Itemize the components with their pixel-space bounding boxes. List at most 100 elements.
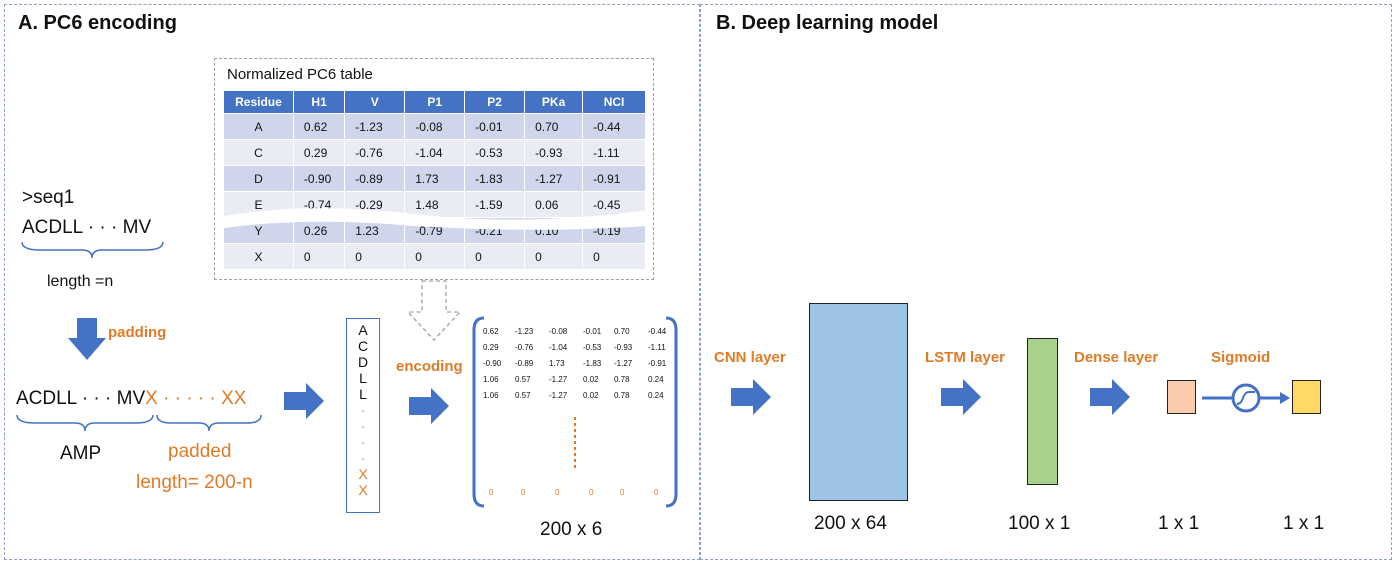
pc6-value-cell: 0 bbox=[404, 243, 466, 269]
pc6-table-title: Normalized PC6 table bbox=[227, 66, 373, 83]
amp-label: AMP bbox=[60, 443, 102, 464]
panel-a-title: A. PC6 encoding bbox=[18, 12, 177, 34]
sigmoid-icon bbox=[1202, 383, 1290, 413]
matrix-size-label: 200 x 6 bbox=[540, 519, 603, 540]
matrix-right-bracket bbox=[665, 316, 678, 508]
matrix-value: -0.90 bbox=[483, 359, 502, 368]
table-down-arrow bbox=[406, 280, 462, 341]
pc6-value-cell: 1.73 bbox=[404, 165, 466, 192]
column-dot: · bbox=[360, 450, 366, 466]
pc6-value-cell: 1.48 bbox=[404, 191, 466, 218]
column-letter: L bbox=[359, 370, 367, 386]
sigmoid-block bbox=[1292, 380, 1321, 414]
amp-brace bbox=[16, 414, 154, 432]
matrix-value: 0.70 bbox=[614, 327, 630, 336]
column-pad-letter: X bbox=[358, 482, 368, 498]
lstm-block bbox=[1027, 338, 1058, 485]
column-dot: · bbox=[360, 402, 366, 418]
matrix-value: -1.83 bbox=[583, 359, 602, 368]
matrix-value: 0.24 bbox=[648, 391, 664, 400]
column-dot: · bbox=[360, 434, 366, 450]
pc6-value-cell: 0.29 bbox=[293, 139, 346, 166]
matrix-value: -1.11 bbox=[648, 343, 666, 352]
sequence-column bbox=[346, 318, 380, 513]
lstm-label: LSTM layer bbox=[925, 349, 1006, 366]
lstm-arrow bbox=[941, 379, 981, 415]
pc6-value-cell: -1.04 bbox=[404, 139, 466, 166]
length-label: length =n bbox=[47, 273, 114, 290]
pc6-value-cell: -1.83 bbox=[464, 165, 526, 192]
table-break-wave bbox=[224, 208, 648, 230]
sigmoid-label: Sigmoid bbox=[1211, 349, 1271, 366]
column-letter: D bbox=[357, 354, 369, 370]
matrix-value: -0.91 bbox=[648, 359, 667, 368]
matrix-value: -0.76 bbox=[515, 343, 534, 352]
matrix-value: -0.89 bbox=[515, 359, 534, 368]
matrix-value: -1.04 bbox=[549, 343, 568, 352]
padding-label: padding bbox=[108, 324, 167, 341]
matrix-value: -0.44 bbox=[648, 327, 667, 336]
pc6-value-cell: 0 bbox=[582, 243, 646, 269]
pc6-value-cell: -0.90 bbox=[293, 165, 346, 192]
matrix-value: 0.24 bbox=[648, 375, 664, 384]
pc6-value-cell: -0.53 bbox=[464, 139, 526, 166]
pc6-residue-cell: E bbox=[224, 191, 294, 218]
matrix-value: 0.02 bbox=[583, 375, 599, 384]
matrix-value: 0.62 bbox=[483, 327, 499, 336]
matrix-value: 0.29 bbox=[483, 343, 499, 352]
matrix-value: 1.06 bbox=[483, 375, 499, 384]
encoding-label: encoding bbox=[396, 358, 463, 375]
col-header-pka: PKa bbox=[524, 91, 584, 114]
col-header-p2: P2 bbox=[464, 91, 526, 114]
pc6-residue-cell: D bbox=[224, 165, 294, 192]
pc6-header-row: Residue H1 V P1 P2 PKa NCI bbox=[224, 91, 646, 114]
matrix-zero-value: 0 bbox=[654, 488, 659, 497]
lstm-size-label: 100 x 1 bbox=[1008, 513, 1071, 534]
matrix-value: 0.57 bbox=[515, 391, 531, 400]
matrix-value: -0.01 bbox=[583, 327, 602, 336]
pc6-value-cell: -0.76 bbox=[344, 139, 406, 166]
padded-seq-amp-part: ACDLL · · · MV bbox=[16, 388, 146, 409]
matrix-vdots bbox=[574, 417, 576, 468]
matrix-value: -0.93 bbox=[614, 343, 633, 352]
padded-label: padded bbox=[168, 441, 232, 462]
padded-brace bbox=[156, 414, 262, 432]
matrix-value: -1.27 bbox=[614, 359, 633, 368]
encoding-arrow bbox=[409, 388, 449, 424]
sigmoid-size-label: 1 x 1 bbox=[1283, 513, 1325, 534]
matrix-value: 1.06 bbox=[483, 391, 499, 400]
cnn-size-label: 200 x 64 bbox=[814, 513, 887, 534]
column-letter: A bbox=[358, 322, 368, 338]
matrix-value: -1.27 bbox=[549, 375, 568, 384]
matrix-zero-value: 0 bbox=[620, 488, 625, 497]
pc6-value-cell: 0 bbox=[344, 243, 406, 269]
pc6-value-cell: 0.62 bbox=[293, 113, 346, 140]
matrix-value: -1.27 bbox=[549, 391, 568, 400]
panel-b-title: B. Deep learning model bbox=[716, 12, 939, 34]
pc6-value-cell: -1.27 bbox=[524, 165, 584, 192]
panel-a bbox=[4, 4, 700, 560]
seq-brace bbox=[21, 241, 164, 259]
pc6-value-cell: -1.59 bbox=[464, 191, 526, 218]
matrix-zero-value: 0 bbox=[589, 488, 594, 497]
matrix-value: 0.57 bbox=[515, 375, 531, 384]
seq-header: >seq1 bbox=[22, 187, 75, 208]
matrix-zero-value: 0 bbox=[489, 488, 494, 497]
col-header-h1: H1 bbox=[293, 91, 346, 114]
pc6-value-cell: -0.44 bbox=[582, 113, 646, 140]
pc6-value-cell: 0.06 bbox=[524, 191, 584, 218]
matrix-zero-value: 0 bbox=[555, 488, 560, 497]
to-column-arrow bbox=[284, 383, 324, 419]
pc6-value-cell: -0.08 bbox=[404, 113, 466, 140]
matrix-zero-value: 0 bbox=[521, 488, 526, 497]
matrix-value: 0.02 bbox=[583, 391, 599, 400]
column-pad-letter: X bbox=[358, 466, 368, 482]
seq-text: ACDLL · · · MV bbox=[22, 217, 152, 238]
column-letter: L bbox=[359, 386, 367, 402]
dense-arrow bbox=[1090, 379, 1130, 415]
padded-length-label: length= 200-n bbox=[136, 472, 253, 493]
col-header-residue: Residue bbox=[224, 91, 294, 114]
